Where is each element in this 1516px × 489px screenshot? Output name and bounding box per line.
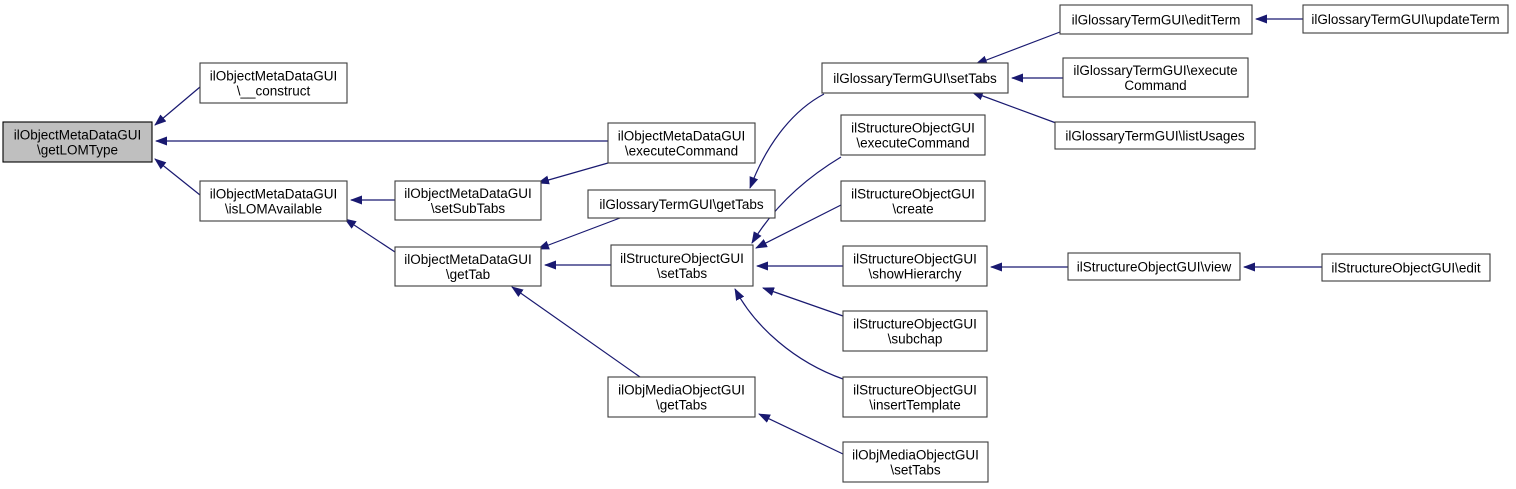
node-structInsertTemplate[interactable]: ilStructureObjectGUI\insertTemplate — [842, 376, 988, 418]
node-box-omdExecuteCommand — [607, 122, 756, 164]
edges-layer — [154, 14, 1322, 455]
node-box-listUsages — [1054, 121, 1256, 150]
node-label-mediaGetTabs-line1: ilObjMediaObjectGUI — [618, 382, 745, 397]
node-box-structCreate — [840, 180, 986, 222]
node-label-structEdit-line1: ilStructureObjectGUI\edit — [1331, 260, 1481, 275]
node-structEdit[interactable]: ilStructureObjectGUI\edit — [1321, 253, 1491, 282]
edge-mediaSetTabs-to-mediaGetTabs — [758, 413, 844, 455]
node-box-getLOMType — [2, 121, 153, 163]
node-omdExecuteCommand[interactable]: ilObjectMetaDataGUI\executeCommand — [607, 122, 756, 164]
node-label-mediaSetTabs-line2: \setTabs — [890, 462, 941, 477]
node-label-isLOMAvailable-line2: \isLOMAvailable — [225, 201, 322, 216]
node-structCreate[interactable]: ilStructureObjectGUI\create — [840, 180, 986, 222]
edge-structInsertTemplate-to-structSetTabs — [734, 288, 844, 380]
node-box-structShowHierarchy — [842, 245, 988, 287]
node-construct[interactable]: ilObjectMetaDataGUI\__construct — [199, 62, 348, 104]
node-label-structCreate-line1: ilStructureObjectGUI — [851, 186, 975, 201]
edge-structExecuteCommand-to-structSetTabs — [751, 156, 842, 244]
node-mediaSetTabs[interactable]: ilObjMediaObjectGUI\setTabs — [842, 441, 989, 483]
node-getTab[interactable]: ilObjectMetaDataGUI\getTab — [394, 246, 542, 287]
node-label-getTab-line1: ilObjectMetaDataGUI — [404, 252, 532, 267]
nodes-layer: ilObjectMetaDataGUI\getLOMTypeilObjectMe… — [2, 4, 1509, 483]
node-box-glossaryGetTabs — [587, 189, 776, 219]
node-box-editTerm — [1059, 4, 1253, 35]
node-label-listUsages-line1: ilGlossaryTermGUI\listUsages — [1065, 128, 1245, 143]
edge-omdExecuteCommand-to-setSubTabs — [537, 162, 609, 185]
node-structView[interactable]: ilStructureObjectGUI\view — [1067, 252, 1241, 281]
node-box-structInsertTemplate — [842, 376, 988, 418]
edge-structSubchap-to-structSetTabs — [762, 287, 844, 317]
node-box-structView — [1067, 252, 1241, 281]
node-setSubTabs[interactable]: ilObjectMetaDataGUI\setSubTabs — [394, 180, 542, 221]
node-label-updateTerm-line1: ilGlossaryTermGUI\updateTerm — [1311, 12, 1499, 27]
node-label-structShowHierarchy-line1: ilStructureObjectGUI — [853, 251, 977, 266]
node-box-glossarySetTabs — [821, 62, 1009, 94]
node-label-glossarySetTabs-line1: ilGlossaryTermGUI\setTabs — [833, 71, 997, 86]
node-label-glossaryExecuteCommand-line2: Command — [1124, 78, 1186, 93]
node-label-glossaryGetTabs-line1: ilGlossaryTermGUI\getTabs — [599, 197, 764, 212]
edge-getTab-to-isLOMAvailable — [344, 218, 396, 253]
node-label-structSubchap-line1: ilStructureObjectGUI — [853, 316, 977, 331]
node-isLOMAvailable[interactable]: ilObjectMetaDataGUI\isLOMAvailable — [199, 180, 348, 222]
node-box-glossaryExecuteCommand — [1062, 57, 1249, 98]
node-getLOMType: ilObjectMetaDataGUI\getLOMType — [2, 121, 153, 163]
node-box-mediaGetTabs — [607, 376, 756, 418]
node-structShowHierarchy[interactable]: ilStructureObjectGUI\showHierarchy — [842, 245, 988, 287]
edge-mediaGetTabs-to-getTab — [511, 286, 641, 378]
node-label-getLOMType-line1: ilObjectMetaDataGUI — [14, 127, 142, 142]
node-label-mediaSetTabs-line1: ilObjMediaObjectGUI — [852, 447, 979, 462]
edge-glossaryGetTabs-to-getTab — [537, 217, 621, 250]
node-updateTerm[interactable]: ilGlossaryTermGUI\updateTerm — [1302, 4, 1509, 34]
node-label-glossaryExecuteCommand-line1: ilGlossaryTermGUI\execute — [1073, 63, 1237, 78]
node-glossarySetTabs[interactable]: ilGlossaryTermGUI\setTabs — [821, 62, 1009, 94]
node-listUsages[interactable]: ilGlossaryTermGUI\listUsages — [1054, 121, 1256, 150]
edge-editTerm-to-glossarySetTabs — [975, 31, 1061, 65]
node-structSubchap[interactable]: ilStructureObjectGUI\subchap — [842, 310, 988, 352]
node-glossaryGetTabs[interactable]: ilGlossaryTermGUI\getTabs — [587, 189, 776, 219]
node-mediaGetTabs[interactable]: ilObjMediaObjectGUI\getTabs — [607, 376, 756, 418]
node-label-setSubTabs-line2: \setSubTabs — [431, 201, 506, 216]
node-box-construct — [199, 62, 348, 104]
node-label-getTab-line2: \getTab — [446, 267, 490, 282]
node-label-structShowHierarchy-line2: \showHierarchy — [868, 266, 961, 281]
node-box-structSetTabs — [610, 244, 754, 287]
node-label-structSubchap-line2: \subchap — [888, 331, 943, 346]
node-box-structExecuteCommand — [840, 114, 986, 156]
node-label-structSetTabs-line2: \setTabs — [657, 266, 708, 281]
node-label-isLOMAvailable-line1: ilObjectMetaDataGUI — [210, 186, 338, 201]
node-label-structExecuteCommand-line2: \executeCommand — [856, 135, 969, 150]
node-label-structExecuteCommand-line1: ilStructureObjectGUI — [851, 120, 975, 135]
node-label-structCreate-line2: \create — [892, 201, 933, 216]
node-box-updateTerm — [1302, 4, 1509, 34]
node-label-structSetTabs-line1: ilStructureObjectGUI — [620, 251, 744, 266]
edge-structCreate-to-structSetTabs — [755, 204, 842, 249]
node-label-editTerm-line1: ilGlossaryTermGUI\editTerm — [1072, 12, 1241, 27]
node-box-isLOMAvailable — [199, 180, 348, 222]
edge-isLOMAvailable-to-getLOMType — [154, 158, 201, 196]
node-label-getLOMType-line2: \getLOMType — [37, 142, 118, 157]
node-label-structInsertTemplate-line1: ilStructureObjectGUI — [853, 382, 977, 397]
node-box-mediaSetTabs — [842, 441, 989, 483]
node-label-construct-line2: \__construct — [237, 83, 311, 98]
node-label-mediaGetTabs-line2: \getTabs — [656, 397, 707, 412]
node-box-getTab — [394, 246, 542, 287]
node-label-structInsertTemplate-line2: \insertTemplate — [869, 397, 961, 412]
node-editTerm[interactable]: ilGlossaryTermGUI\editTerm — [1059, 4, 1253, 35]
node-label-omdExecuteCommand-line1: ilObjectMetaDataGUI — [618, 128, 746, 143]
node-structSetTabs[interactable]: ilStructureObjectGUI\setTabs — [610, 244, 754, 287]
edge-construct-to-getLOMType — [154, 86, 201, 126]
node-label-omdExecuteCommand-line2: \executeCommand — [625, 143, 738, 158]
node-glossaryExecuteCommand[interactable]: ilGlossaryTermGUI\executeCommand — [1062, 57, 1249, 98]
node-label-setSubTabs-line1: ilObjectMetaDataGUI — [404, 186, 532, 201]
node-label-structView-line1: ilStructureObjectGUI\view — [1077, 259, 1232, 274]
node-box-structEdit — [1321, 253, 1491, 282]
node-box-structSubchap — [842, 310, 988, 352]
node-structExecuteCommand[interactable]: ilStructureObjectGUI\executeCommand — [840, 114, 986, 156]
node-box-setSubTabs — [394, 180, 542, 221]
edge-listUsages-to-glossarySetTabs — [971, 91, 1057, 124]
node-label-construct-line1: ilObjectMetaDataGUI — [210, 68, 338, 83]
edge-glossarySetTabs-to-glossaryGetTabs — [749, 93, 825, 189]
